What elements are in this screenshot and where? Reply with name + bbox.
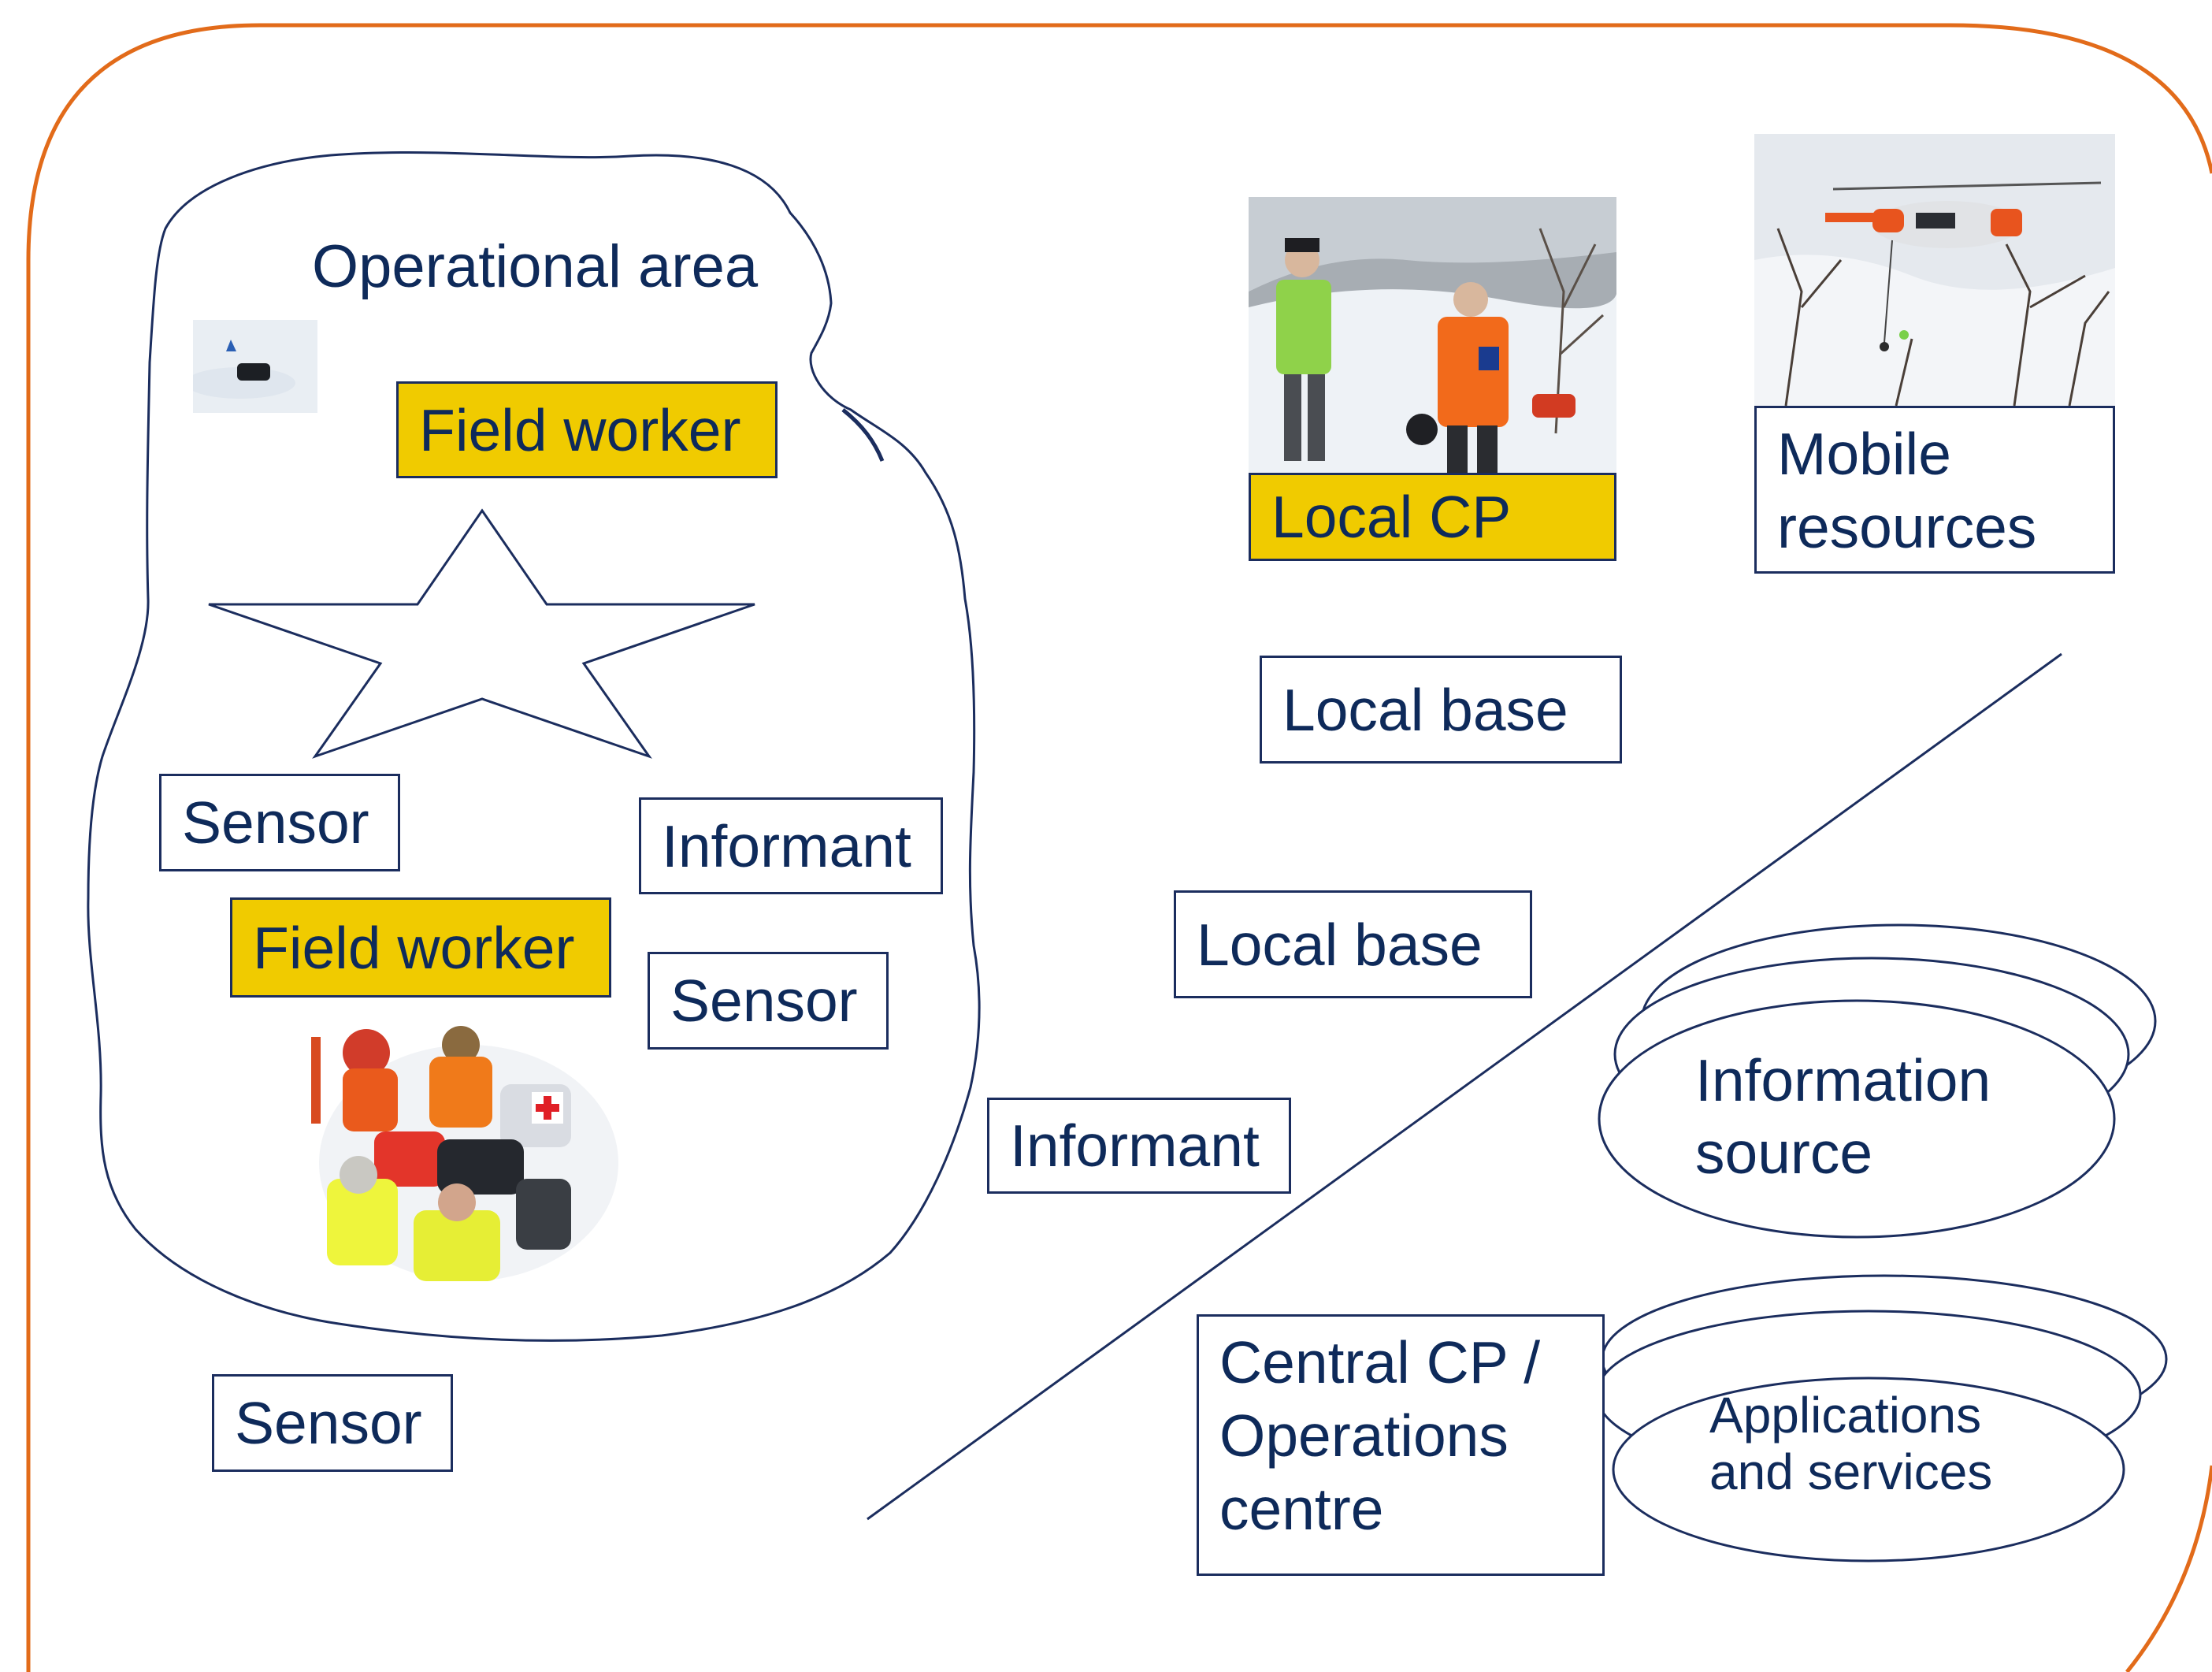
local-base-label: Local base — [1282, 676, 1568, 743]
informant-box-lower: Informant — [987, 1098, 1291, 1194]
central-cp-line-1: Central CP / — [1219, 1329, 1541, 1395]
rescue-team-photo — [280, 1021, 630, 1285]
sensor-label: Sensor — [670, 968, 858, 1034]
information-source-line-1: Information — [1695, 1047, 1991, 1113]
sensor-label: Sensor — [182, 790, 369, 856]
central-cp-box: Central CP / Operations centre — [1197, 1314, 1605, 1576]
local-base-box-upper: Local base — [1260, 656, 1622, 764]
local-cp-label: Local CP — [1271, 484, 1512, 550]
mobile-resources-line-2: resources — [1777, 494, 2037, 560]
sensor-box-middle: Sensor — [648, 952, 889, 1050]
local-cp-photo — [1249, 197, 1616, 474]
mobile-resources-line-1: Mobile — [1777, 421, 1951, 487]
mobile-resources-box: Mobile resources — [1754, 406, 2115, 574]
area-outline-accent — [841, 408, 885, 462]
local-base-box-lower: Local base — [1174, 890, 1532, 998]
sensor-label: Sensor — [235, 1390, 422, 1456]
divider-line — [867, 652, 2062, 1521]
applications-line-2: and services — [1709, 1443, 1993, 1500]
snow-sensor-photo — [193, 320, 317, 413]
field-worker-label: Field worker — [419, 396, 741, 463]
star-shape — [208, 508, 755, 759]
outer-frame — [26, 23, 2212, 1672]
information-source-label: Information source — [1695, 1044, 1991, 1189]
field-worker-box-top: Field worker — [396, 381, 778, 478]
central-cp-line-2: Operations — [1219, 1403, 1509, 1469]
field-worker-box-bottom: Field worker — [230, 897, 611, 998]
field-worker-label: Field worker — [253, 914, 575, 981]
helicopter-photo — [1754, 134, 2115, 406]
outer-frame-bottom-right — [2125, 1465, 2212, 1672]
central-cp-line-3: centre — [1219, 1476, 1384, 1542]
operational-area-label: Operational area — [312, 233, 759, 300]
sensor-box-left: Sensor — [159, 774, 400, 871]
applications-line-1: Applications — [1709, 1387, 1982, 1443]
applications-stack — [1595, 1274, 2168, 1562]
local-base-label: Local base — [1197, 911, 1483, 978]
information-source-stack — [1598, 923, 2157, 1239]
information-source-line-2: source — [1695, 1120, 1873, 1186]
local-cp-box: Local CP — [1249, 473, 1616, 561]
applications-label: Applications and services — [1709, 1387, 1992, 1500]
informant-box-upper: Informant — [639, 797, 943, 894]
operational-area-outline — [87, 151, 981, 1342]
informant-label: Informant — [1010, 1113, 1260, 1179]
informant-label: Informant — [662, 812, 911, 879]
sensor-box-bottom: Sensor — [212, 1374, 453, 1472]
